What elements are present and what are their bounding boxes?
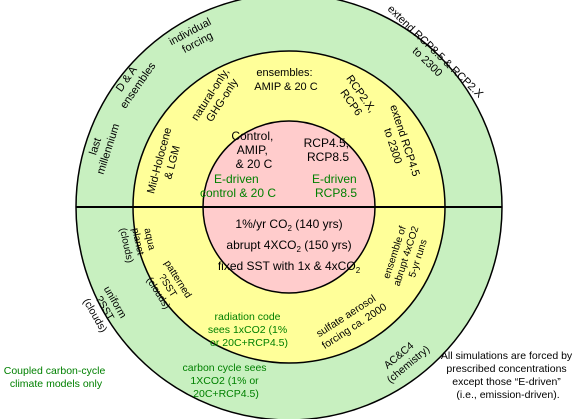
note-coupled-carbon-cycle: Coupled carbon-cycle climate models only [4, 365, 108, 390]
label-rcp-core: RCP4.5, RCP8.5 [304, 136, 353, 164]
note-forcing: All simulations are forced by prescribed… [441, 350, 575, 401]
label-abrupt-4xco2: abrupt 4XCO2 (150 yrs) [226, 238, 351, 254]
label-edriven-rcp: E-driven RCP8.5 [312, 172, 360, 200]
label-edriven-control: E-driven control & 20 C [200, 172, 276, 200]
label-radiation-code: radiation code sees 1xCO2 (1% or 20C+RCP… [208, 311, 290, 349]
label-fixed-sst: fixed SST with 1x & 4xCO2 [218, 259, 361, 275]
label-co2-rate: 1%/yr CO2 (140 yrs) [235, 217, 342, 233]
label-ensembles: ensembles: AMIP & 20 C [254, 67, 317, 93]
label-carbon-cycle: carbon cycle sees 1XCO2 (1% or 20C+RCP4.… [183, 362, 270, 400]
label-control: Control, AMIP, & 20 C [231, 129, 276, 171]
